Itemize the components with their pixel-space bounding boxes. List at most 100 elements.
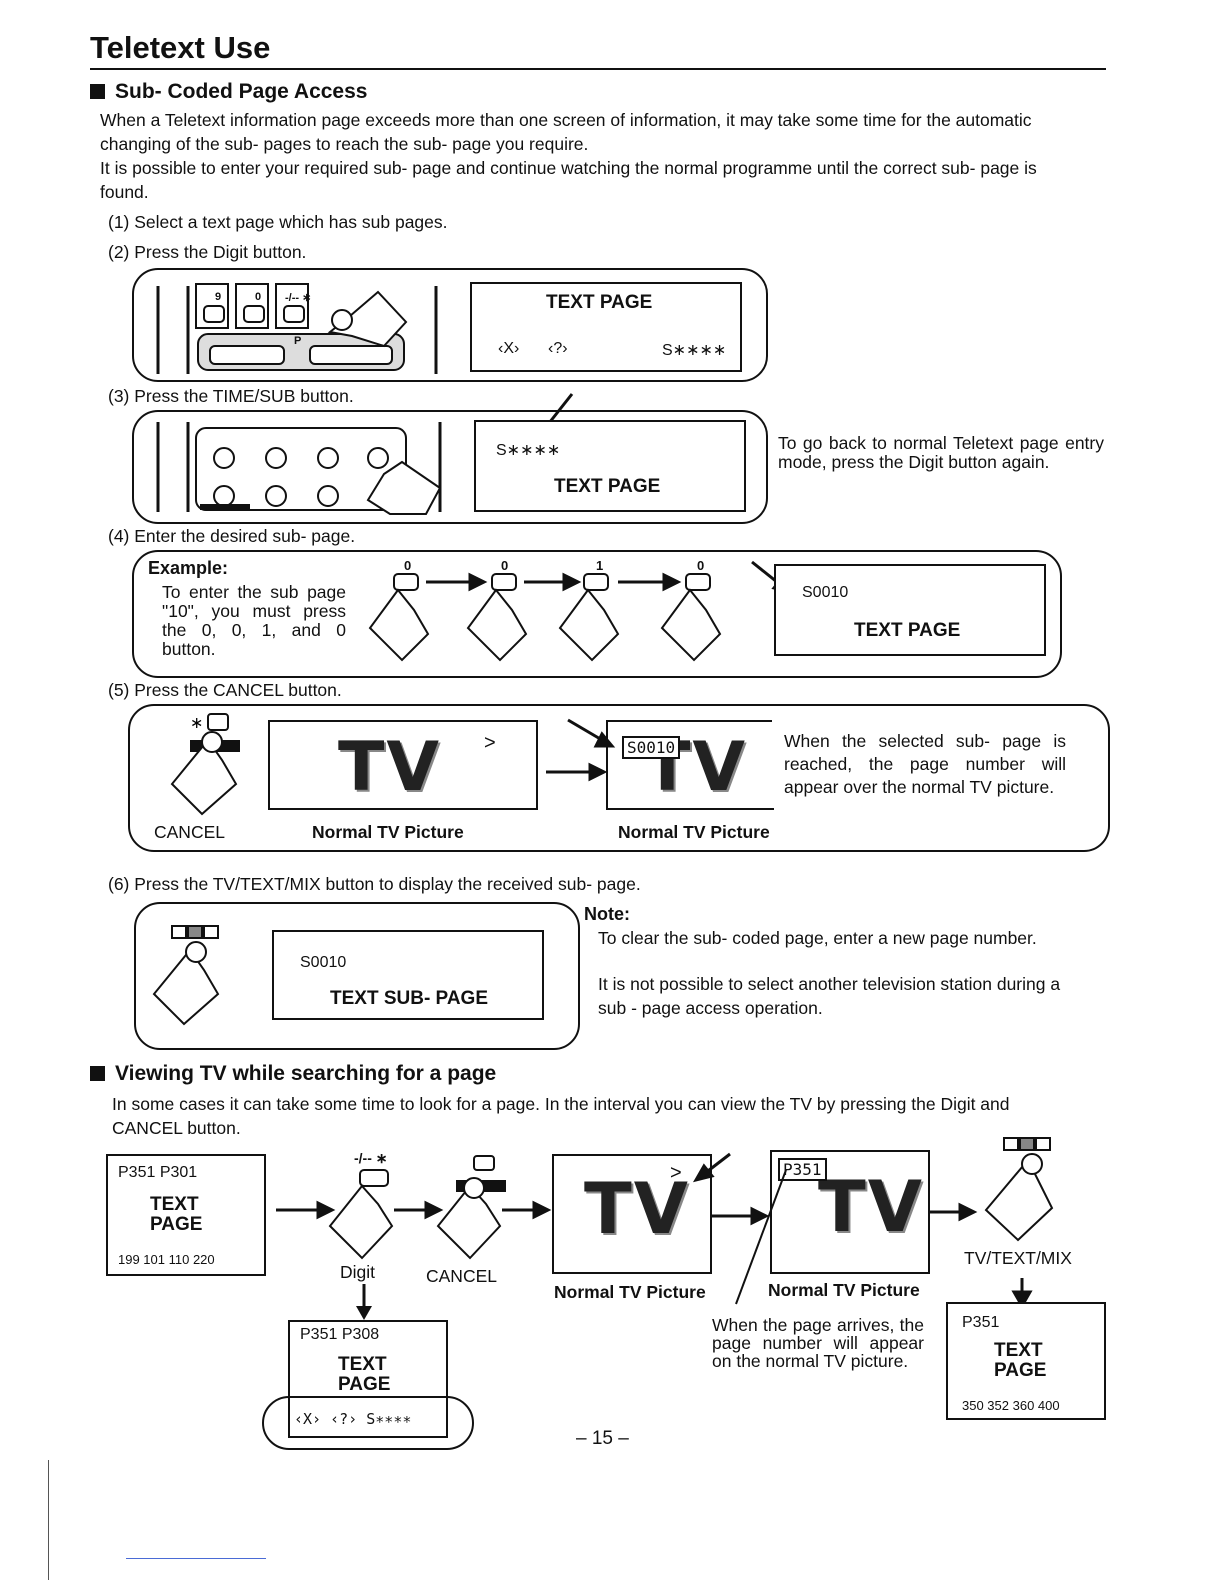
key-0-label: 0 bbox=[255, 291, 262, 303]
digit-0-b: 0 bbox=[501, 558, 509, 573]
p-label: P bbox=[294, 335, 302, 347]
section-heading-viewing: Viewing TV while searching for a page bbox=[90, 1062, 496, 1086]
tv-picture-glyph: TV bbox=[338, 728, 442, 807]
tv4-caption: Normal TV Picture bbox=[768, 1280, 920, 1300]
key-9-label: 9 bbox=[215, 291, 222, 303]
figure-timesub-panel bbox=[132, 410, 768, 524]
figure-example-panel bbox=[132, 550, 1062, 678]
tv2-caption: Normal TV Picture bbox=[618, 822, 770, 842]
tv-screen-top-edge bbox=[268, 720, 538, 722]
tv-picture-glyph: TV bbox=[818, 1166, 924, 1248]
note-line-1: To clear the sub- coded page, enter a ne… bbox=[598, 928, 1037, 948]
key-dash-label: -/-- ∗ bbox=[285, 292, 312, 304]
mix-press-illustration bbox=[930, 1137, 1054, 1310]
subpage-reached-note: When the selected sub- page is reached, … bbox=[784, 731, 1066, 797]
box-title-2: PAGE bbox=[338, 1374, 391, 1395]
box-title-2: PAGE bbox=[994, 1360, 1047, 1381]
viewing-paragraph: In some cases it can take some time to l… bbox=[112, 1092, 1112, 1140]
tv-text-mix-button-press-illustration bbox=[152, 925, 220, 1026]
text-page-box-2: P351 P308 TEXT PAGE ‹X› ‹?› S∗∗∗∗ bbox=[288, 1320, 448, 1438]
screen-text-page-3: S0010 TEXT PAGE bbox=[774, 564, 1046, 656]
figure-cancel-panel bbox=[128, 704, 1110, 852]
tv-screen-top-edge-2 bbox=[606, 720, 772, 722]
viewing-line-1: In some cases it can take some time to l… bbox=[112, 1094, 1010, 1114]
step-2: (2) Press the Digit button. bbox=[108, 242, 307, 262]
intro-paragraph: When a Teletext information page exceeds… bbox=[100, 108, 1110, 204]
tv-screen-normal-1: TV > bbox=[268, 722, 538, 810]
example-label: Example: bbox=[148, 558, 229, 578]
tv-picture-glyph: TV bbox=[584, 1168, 690, 1250]
digit-1: 1 bbox=[596, 558, 604, 573]
bullet-square-icon bbox=[90, 84, 105, 99]
digit-press-sequence-illustration bbox=[368, 560, 776, 662]
screen-text-page-2: S∗∗∗∗ TEXT PAGE bbox=[474, 420, 746, 512]
box-title-1: TEXT bbox=[994, 1340, 1043, 1361]
cancel-label: CANCEL bbox=[426, 1266, 497, 1286]
digit-cancel-sequence-illustration bbox=[276, 1155, 552, 1260]
digit-again-note: To go back to normal Teletext page entry… bbox=[778, 433, 1104, 472]
page-number: – 15 – bbox=[576, 1428, 629, 1449]
title-rule bbox=[90, 68, 1106, 70]
screen-s-code: S∗∗∗∗ bbox=[496, 442, 561, 459]
text-page-box-1: P351 P301 TEXT PAGE 199 101 110 220 bbox=[106, 1154, 266, 1276]
tv-screen-normal-2: TV S0010 bbox=[606, 722, 774, 810]
note-line-3: sub - page access operation. bbox=[598, 998, 823, 1018]
intro-line-4: found. bbox=[100, 182, 149, 202]
figure-digit-panel bbox=[132, 268, 768, 382]
screen-s-code: S0010 bbox=[300, 954, 347, 971]
box-title-1: TEXT bbox=[150, 1194, 199, 1215]
screen-s-code: S∗∗∗∗ bbox=[662, 342, 727, 359]
section-heading-subcoded: Sub- Coded Page Access bbox=[90, 80, 367, 104]
screen-title: TEXT PAGE bbox=[854, 620, 961, 641]
digit-0-c: 0 bbox=[697, 558, 705, 573]
page-number-badge: P351 bbox=[778, 1158, 827, 1181]
intro-line-1: When a Teletext information page exceeds… bbox=[100, 110, 1032, 130]
footer-rule bbox=[126, 1558, 266, 1559]
callout-line bbox=[735, 1170, 787, 1305]
viewing-line-2: CANCEL button. bbox=[112, 1118, 241, 1138]
tv-marker: > bbox=[670, 1162, 682, 1184]
intro-line-3: It is possible to enter your required su… bbox=[100, 158, 1037, 178]
intro-line-2: changing of the sub- pages to reach the … bbox=[100, 134, 589, 154]
box-title-2: PAGE bbox=[150, 1214, 203, 1235]
screen-x-code: ‹X› bbox=[498, 340, 520, 357]
figure-mix-panel bbox=[134, 902, 580, 1050]
cancel-arrows bbox=[546, 718, 616, 782]
subpage-badge: S0010 bbox=[622, 736, 681, 759]
remote-digit-keys-illustration bbox=[156, 283, 438, 374]
note-line-2: It is not possible to select another tel… bbox=[598, 974, 1061, 994]
screen-text-page-1: TEXT PAGE ‹X› ‹?› S∗∗∗∗ bbox=[470, 282, 742, 372]
screen-title: TEXT PAGE bbox=[554, 476, 661, 497]
digit-key-label: -/-- ∗ bbox=[354, 1150, 388, 1166]
text-page-box-3: P351 TEXT PAGE 350 352 360 400 bbox=[946, 1302, 1106, 1420]
found-arrows bbox=[692, 1152, 770, 1226]
tv-marker: > bbox=[484, 732, 496, 754]
step-1: (1) Select a text page which has sub pag… bbox=[108, 212, 448, 232]
box-footer: 350 352 360 400 bbox=[962, 1398, 1060, 1413]
scan-edge-line bbox=[48, 1460, 49, 1580]
box-header: P351 P301 bbox=[118, 1164, 198, 1181]
tv-screen-normal-4: TV P351 bbox=[770, 1150, 930, 1274]
example-text: To enter the sub page "10", you must pre… bbox=[162, 582, 346, 659]
screen-text-subpage: S0010 TEXT SUB- PAGE bbox=[272, 930, 544, 1020]
tv1-caption: Normal TV Picture bbox=[312, 822, 464, 842]
remote-timesub-keys-illustration bbox=[156, 393, 574, 515]
page-title: Teletext Use bbox=[90, 30, 271, 65]
note-label: Note: bbox=[584, 904, 630, 924]
section-heading-text: Viewing TV while searching for a page bbox=[115, 1062, 497, 1085]
box-footer: ‹X› ‹?› S∗∗∗∗ bbox=[294, 1410, 412, 1428]
screen-title: TEXT PAGE bbox=[546, 292, 653, 313]
cancel-button-press-illustration: ∗ bbox=[170, 713, 240, 816]
screen-title: TEXT SUB- PAGE bbox=[330, 988, 488, 1009]
step-6: (6) Press the TV/TEXT/MIX button to disp… bbox=[108, 874, 641, 894]
page-arrives-note: When the page arrives, the page number w… bbox=[712, 1315, 924, 1371]
cancel-label: CANCEL bbox=[154, 822, 225, 842]
box-footer: 199 101 110 220 bbox=[118, 1252, 215, 1267]
box-header: P351 bbox=[962, 1314, 1000, 1331]
tv3-caption: Normal TV Picture bbox=[554, 1282, 706, 1302]
mix-label: TV/TEXT/MIX bbox=[964, 1248, 1072, 1268]
step-4: (4) Enter the desired sub- page. bbox=[108, 526, 356, 546]
digit-0-a: 0 bbox=[404, 558, 412, 573]
digit-label: Digit bbox=[340, 1262, 376, 1282]
box-header: P351 P308 bbox=[300, 1326, 380, 1343]
